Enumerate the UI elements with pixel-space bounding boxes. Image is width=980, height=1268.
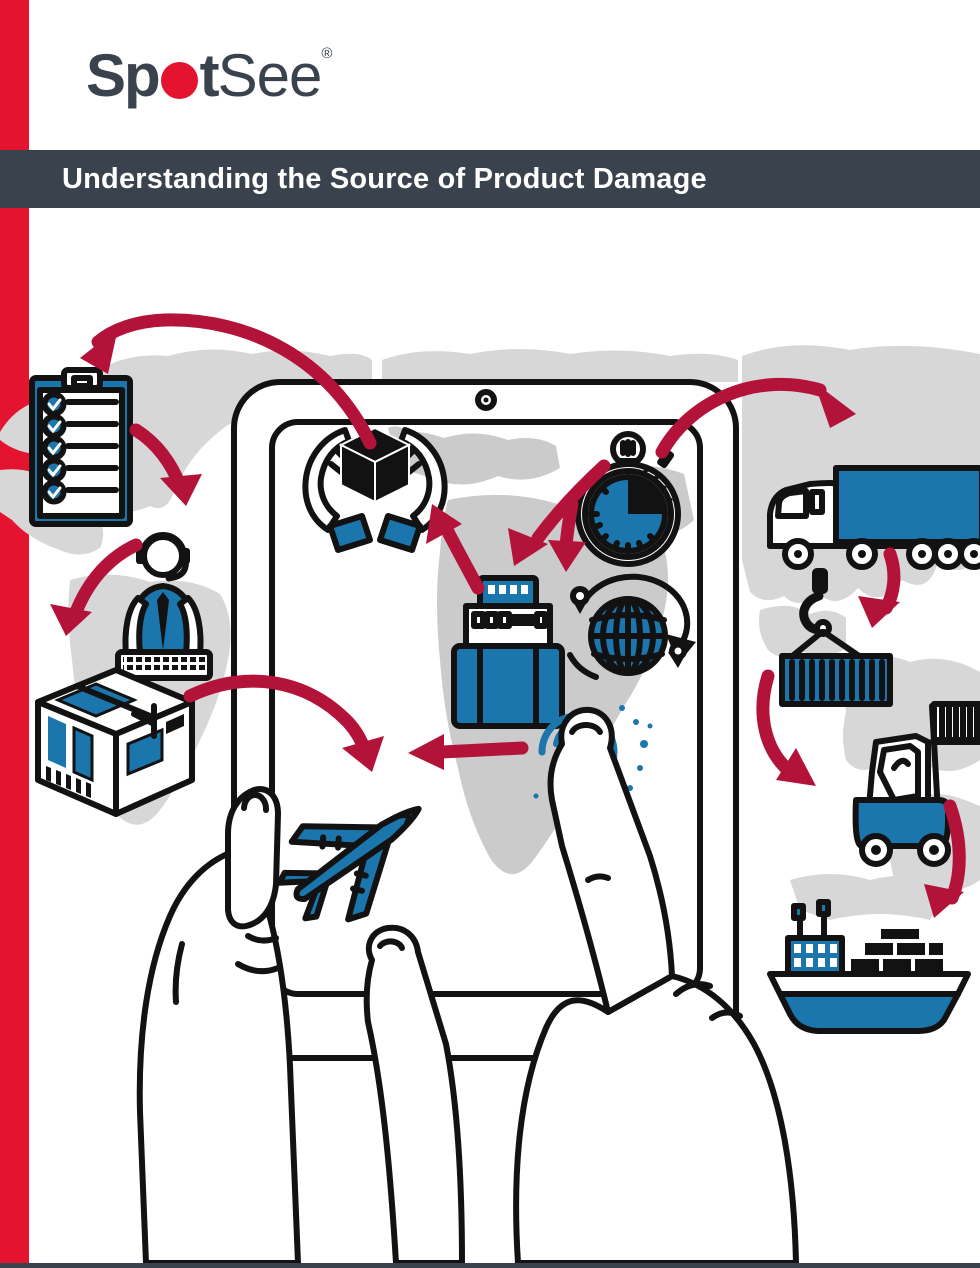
page-title: Understanding the Source of Product Dama… — [62, 162, 707, 195]
logo-text-see: See — [217, 42, 323, 109]
arrow-touch-to-airplane — [408, 734, 529, 770]
title-bar: Understanding the Source of Product Dama… — [0, 150, 980, 208]
cargo-truck-icon — [767, 465, 980, 570]
left-accent-strip — [0, 0, 29, 1263]
middle-finger — [363, 924, 465, 1263]
index-finger — [547, 706, 675, 1015]
logo-text-sp: Sp — [86, 42, 161, 109]
crane-container-icon — [779, 568, 893, 707]
palm — [513, 973, 799, 1263]
arrow-agent-to-boxes — [50, 538, 143, 636]
clipboard-checklist-icon — [29, 367, 133, 527]
camera-icon — [475, 389, 497, 411]
left-thumb — [225, 786, 281, 930]
logo-text-t: t — [199, 42, 220, 109]
shipping-boxes-icon — [35, 667, 195, 817]
arrow-boxes-to-airplane — [183, 674, 384, 772]
arrow-up-to-package — [426, 504, 485, 595]
arrow-forklift-to-ship — [924, 799, 966, 918]
flow-arrows — [50, 313, 966, 918]
airplane-icon — [276, 805, 422, 923]
forklift-icon — [852, 701, 980, 867]
logo-dot-icon — [160, 62, 198, 99]
truck-wheels — [782, 538, 980, 570]
warehouse-icon — [451, 575, 565, 729]
global-tracking-icon — [567, 573, 696, 680]
arrow-to-clipboard — [80, 313, 377, 450]
arrow-to-truck — [655, 377, 856, 459]
arrow-container-to-forklift — [756, 669, 816, 786]
cargo-ship-icon — [767, 899, 971, 1034]
right-hand — [363, 706, 799, 1263]
supply-chain-illustration — [0, 313, 980, 1263]
arrow-stopwatch-fork — [508, 459, 611, 572]
support-agent-icon — [115, 532, 213, 681]
registered-mark: ® — [321, 45, 333, 62]
map-pin-icon — [570, 586, 688, 668]
stopwatch-icon — [575, 431, 681, 567]
bottom-accent-bar — [0, 1263, 980, 1268]
left-hand — [136, 786, 301, 1263]
arrow-clipboard-to-agent — [129, 423, 202, 506]
arrow-truck-to-container — [858, 547, 901, 628]
